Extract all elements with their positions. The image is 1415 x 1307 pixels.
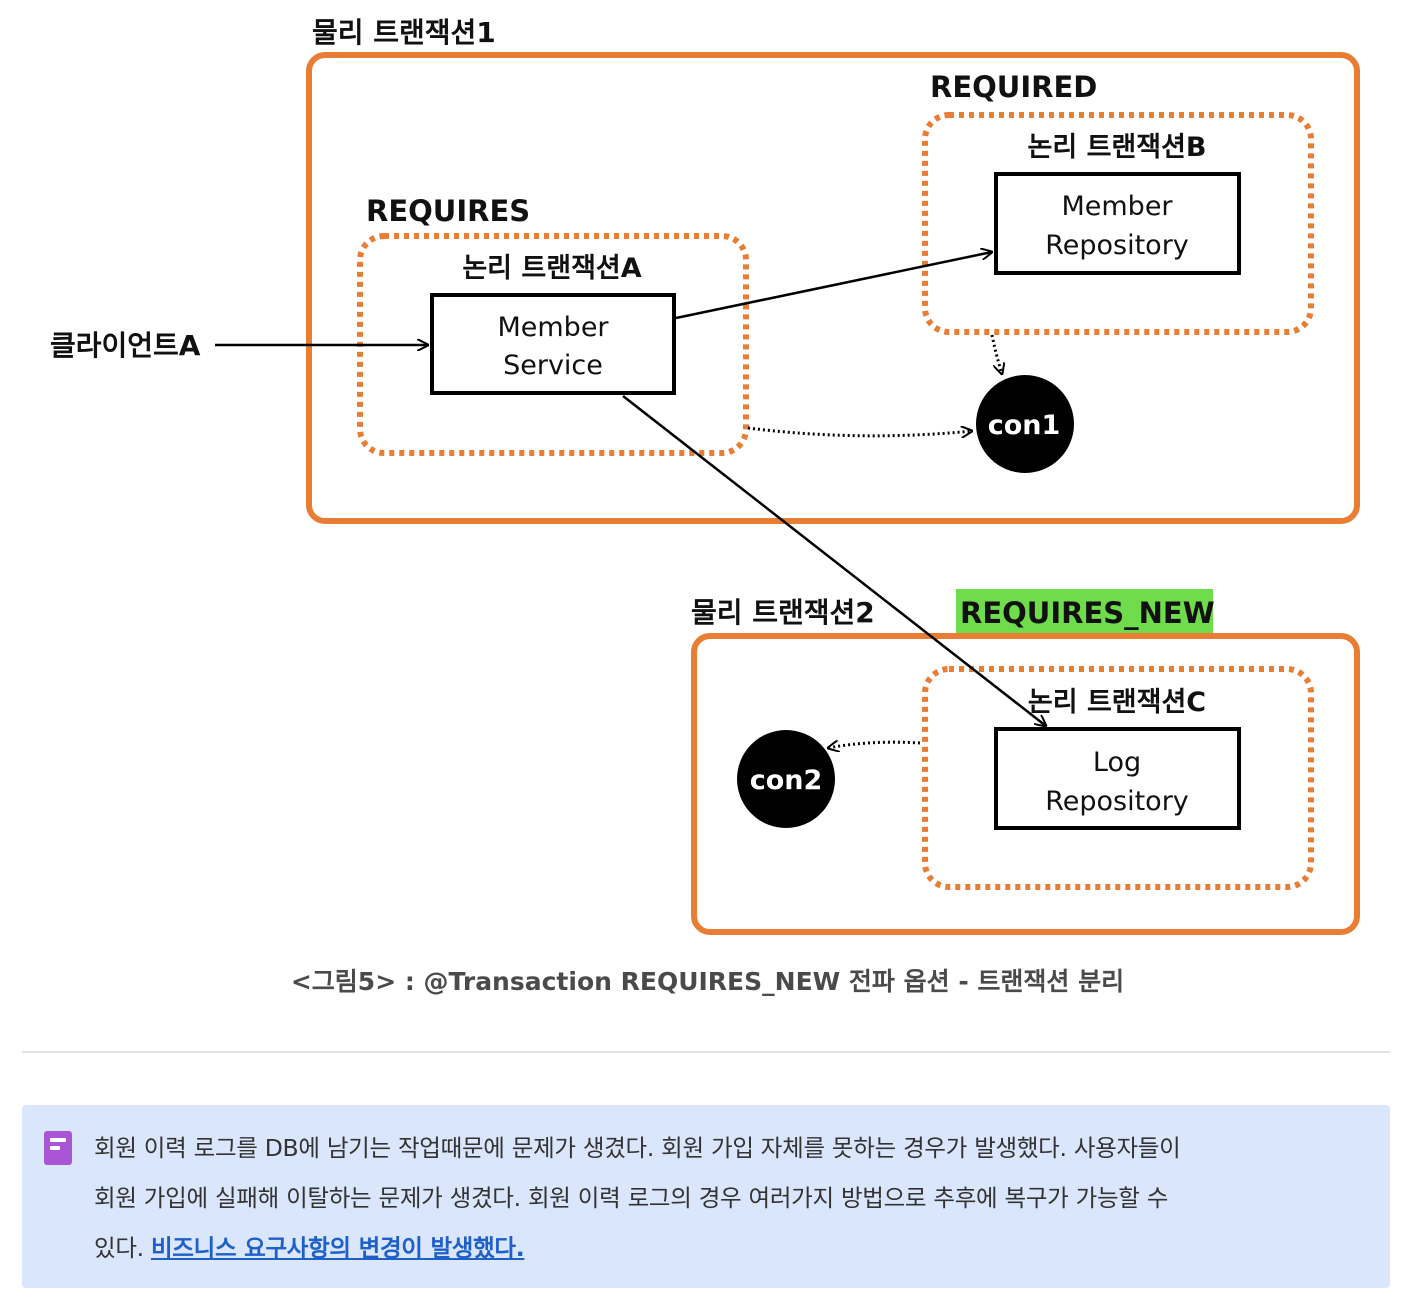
member-service-box [430, 293, 676, 395]
con2-node [737, 730, 835, 828]
member-service-line2: Service [503, 350, 603, 381]
con1-node [976, 375, 1074, 473]
physical-tx-1-box [306, 52, 1360, 524]
log-repository-line2: Repository [1045, 786, 1189, 817]
requires-new-highlight [956, 589, 1213, 633]
callout-box: 회원 이력 로그를 DB에 남기는 작업때문에 문제가 생겼다. 회원 가입 자… [22, 1105, 1390, 1288]
logical-tx-c-box [922, 666, 1314, 890]
physical-tx-1-label: 물리 트랜잭션1 [312, 16, 496, 49]
tx-c-to-con2-dotted [828, 742, 921, 748]
physical-tx-2-label: 물리 트랜잭션2 [691, 596, 875, 629]
client-label: 클라이언트A [50, 329, 201, 362]
requires-new-label: REQUIRES_NEW [960, 596, 1215, 630]
con2-label: con2 [750, 765, 823, 796]
callout-line-2: 회원 가입에 실패해 이탈하는 문제가 생겼다. 회원 이력 로그의 경우 여러… [94, 1184, 1169, 1212]
callout-text: 회원 이력 로그를 DB에 남기는 작업때문에 문제가 생겼다. 회원 가입 자… [94, 1123, 1364, 1273]
tx-a-to-con1-dotted [747, 428, 972, 436]
member-repository-box [994, 172, 1241, 275]
service-to-member-repo-arrow [675, 252, 992, 320]
con1-label: con1 [988, 410, 1061, 441]
divider [22, 1051, 1390, 1053]
requires-label: REQUIRES [366, 194, 530, 228]
logical-tx-b-label: 논리 트랜잭션B [1027, 132, 1206, 163]
member-repository-line1: Member [1061, 191, 1173, 222]
transaction-diagram: 물리 트랜잭션1 REQUIRED 논리 트랜잭션B Member Reposi… [50, 16, 1360, 935]
tx-b-to-con1-dotted [990, 334, 1002, 374]
callout-line-3-text: 있다. [94, 1234, 151, 1262]
logical-tx-b-box [922, 112, 1314, 335]
logical-tx-a-label: 논리 트랜잭션A [462, 253, 641, 284]
note-icon [44, 1131, 72, 1165]
logical-tx-c-label: 논리 트랜잭션C [1028, 687, 1206, 718]
log-repository-box [994, 727, 1241, 830]
service-to-log-repo-arrow [622, 395, 1046, 726]
log-repository-line1: Log [1093, 747, 1141, 778]
callout-line-1: 회원 이력 로그를 DB에 남기는 작업때문에 문제가 생겼다. 회원 가입 자… [94, 1134, 1181, 1162]
requirement-change-link[interactable]: 비즈니스 요구사항의 변경이 발생했다. [150, 1234, 525, 1262]
figure-caption: <그림5> : @Transaction REQUIRES_NEW 전파 옵션 … [290, 967, 1125, 996]
member-service-line1: Member [497, 312, 609, 343]
physical-tx-2-box [691, 633, 1360, 935]
required-label: REQUIRED [930, 70, 1097, 104]
callout-line-3: 있다. 비즈니스 요구사항의 변경이 발생했다. [94, 1223, 1364, 1273]
member-repository-line2: Repository [1045, 230, 1189, 261]
